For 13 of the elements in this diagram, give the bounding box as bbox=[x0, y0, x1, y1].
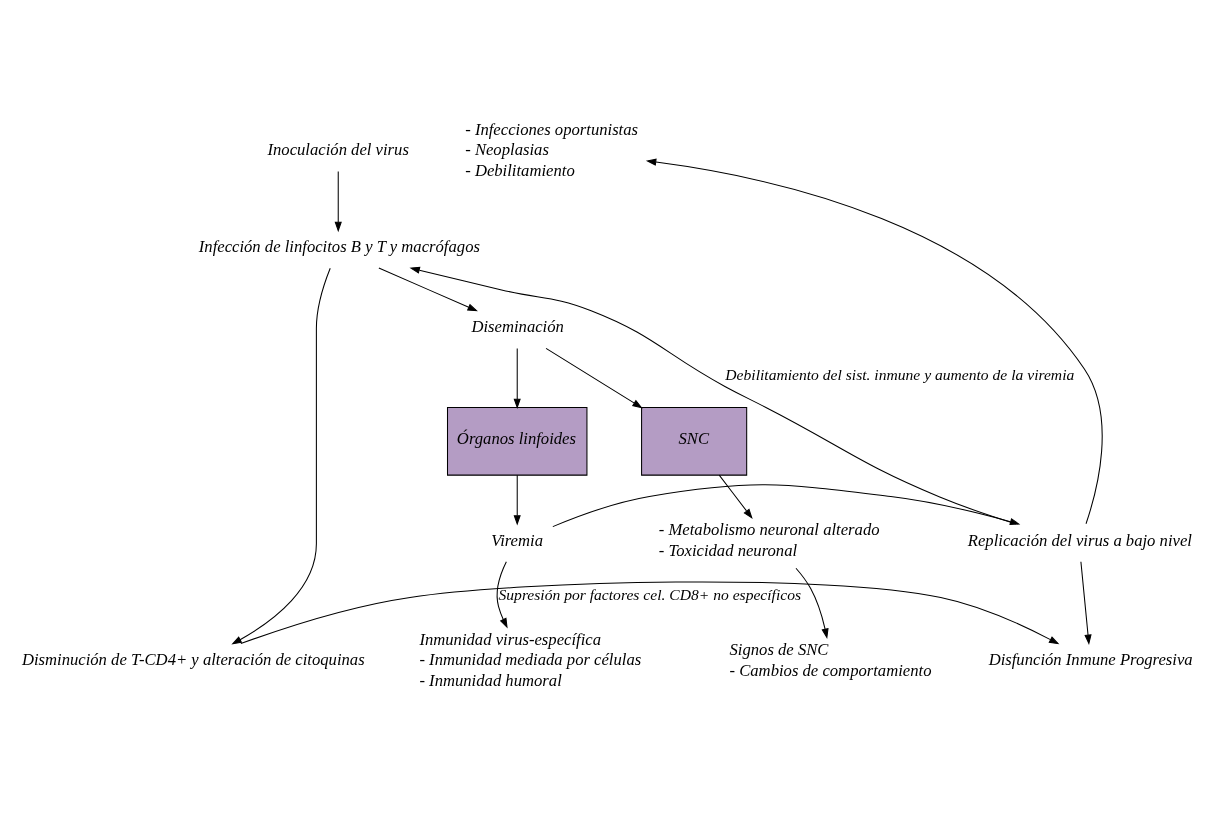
node-text: - Infecciones oportunistas - Neoplasias - Debilitamiento bbox=[465, 119, 639, 180]
node-text: Disminución de T-CD4+ y alteración de citoquinas bbox=[21, 649, 365, 669]
edge-label: Supresión por factores cel. CD8+ no específicos bbox=[498, 585, 802, 603]
node-text: Viremia bbox=[491, 530, 543, 550]
node-text: Infección de linfocitos B y T y macrófagos bbox=[198, 236, 480, 256]
node-text: Diseminación bbox=[471, 316, 564, 336]
node-text: Disfunción Inmune Progresiva bbox=[988, 649, 1193, 669]
node-text: - Metabolismo neuronal alterado - Toxicidad neuronal bbox=[658, 519, 880, 560]
node-text: Inoculación del virus bbox=[267, 139, 409, 159]
node-text: Signos de SNC - Cambios de comportamiento bbox=[729, 639, 932, 680]
edge-label: Debilitamiento del sist. inmune y aumento de la viremia bbox=[725, 365, 1075, 383]
node-text: Inmunidad virus-específica - Inmunidad mediada por células - Inmunidad humoral bbox=[419, 629, 642, 690]
node-text: Replicación del virus a bajo nivel bbox=[967, 530, 1192, 550]
